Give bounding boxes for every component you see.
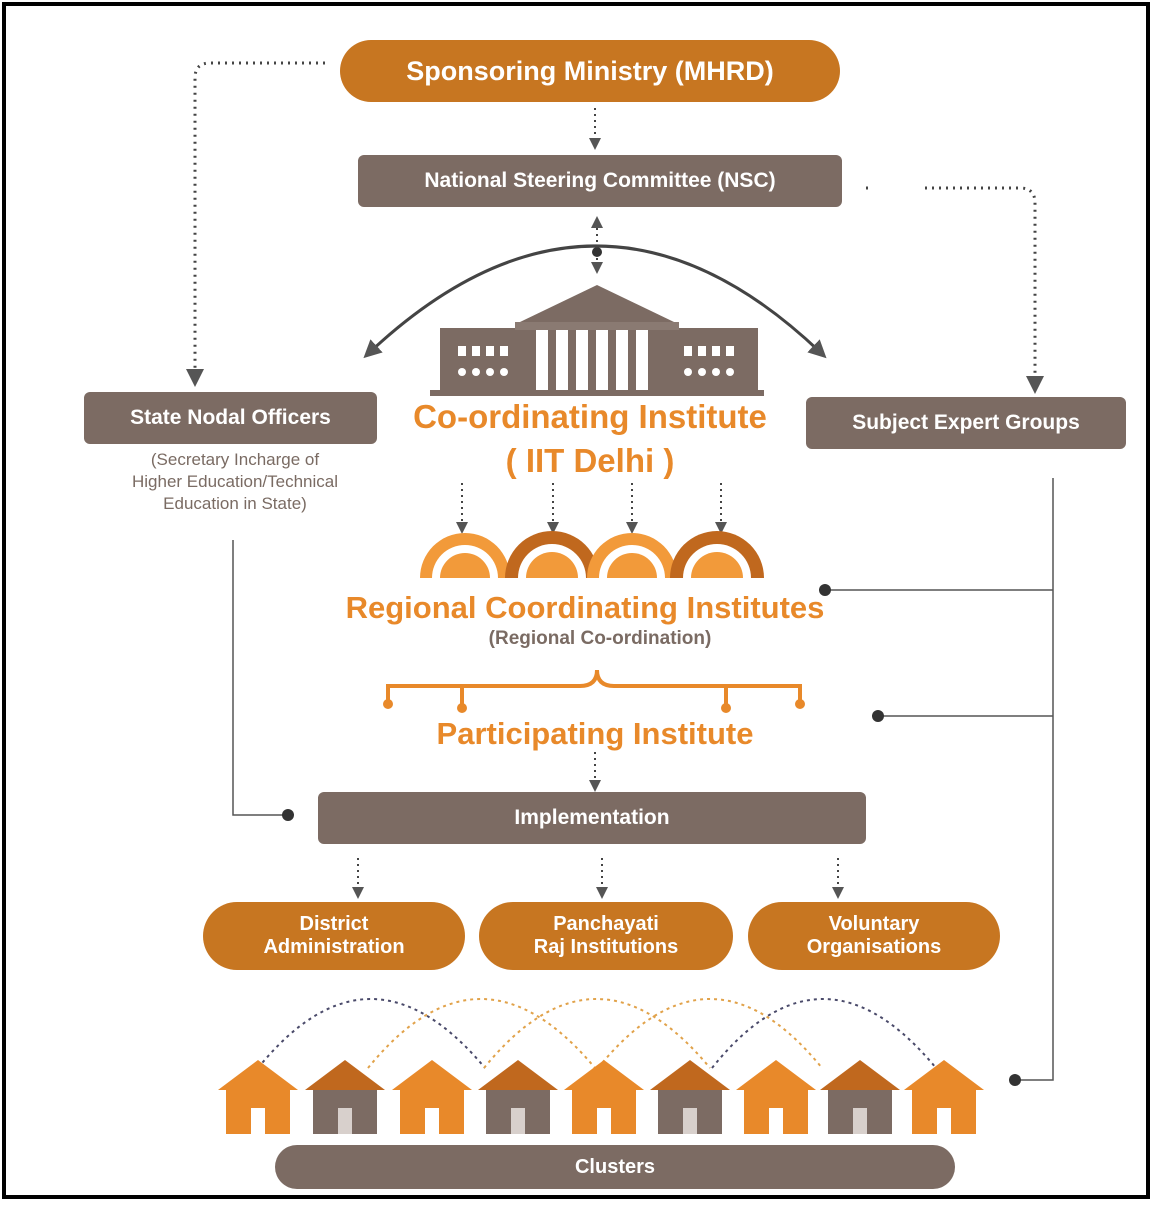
node-implementation: Implementation	[318, 792, 866, 844]
node-clusters: Clusters	[275, 1145, 955, 1189]
connector-subject-rail	[1018, 478, 1054, 1081]
connector-coord-regional	[456, 483, 727, 534]
state-nodal-note: (Secretary Incharge of Higher Education/…	[80, 449, 390, 515]
node-state-nodal-officers: State Nodal Officers	[84, 392, 377, 444]
cluster-links	[257, 998, 937, 1069]
connector-state-impl	[232, 540, 288, 816]
participating-institute-title: Participating Institute	[436, 716, 754, 751]
state-nodal-note-line: Education in State)	[163, 494, 307, 514]
state-nodal-note-line: Higher Education/Technical	[131, 472, 338, 492]
university-building-icon	[430, 285, 764, 396]
panchayati-line: Raj Institutions	[533, 936, 679, 958]
district-line: Administration	[263, 936, 405, 958]
state-nodal-note-line: (Secretary Incharge of	[150, 450, 320, 469]
regional-arches-icon	[420, 531, 764, 578]
node-sponsoring-ministry: Sponsoring Ministry (MHRD)	[340, 40, 840, 102]
connector-arc	[363, 244, 827, 359]
connector-ministry-state	[186, 61, 325, 387]
connector-dot	[592, 247, 602, 257]
voluntary-line: Organisations	[806, 936, 942, 958]
connector-nsc-subject	[866, 186, 1035, 385]
node-subject-expert-groups: Subject Expert Groups	[806, 397, 1126, 449]
panchayati-line: Panchayati	[553, 913, 659, 935]
district-line: District	[299, 913, 369, 935]
connector-impl-agencies	[352, 858, 844, 899]
village-hut-icon	[218, 1060, 984, 1134]
coordinating-institute-title: Co-ordinating Institute	[413, 398, 767, 435]
regional-institutes-subtitle: (Regional Co-ordination)	[488, 628, 712, 649]
brace-icon	[386, 669, 802, 704]
coordinating-institute-subtitle: ( IIT Delhi )	[505, 442, 675, 479]
regional-institutes-title: Regional Coordinating Institutes	[345, 590, 825, 625]
voluntary-line: Voluntary	[828, 913, 920, 935]
node-national-steering-committee: National Steering Committee (NSC)	[358, 155, 842, 207]
